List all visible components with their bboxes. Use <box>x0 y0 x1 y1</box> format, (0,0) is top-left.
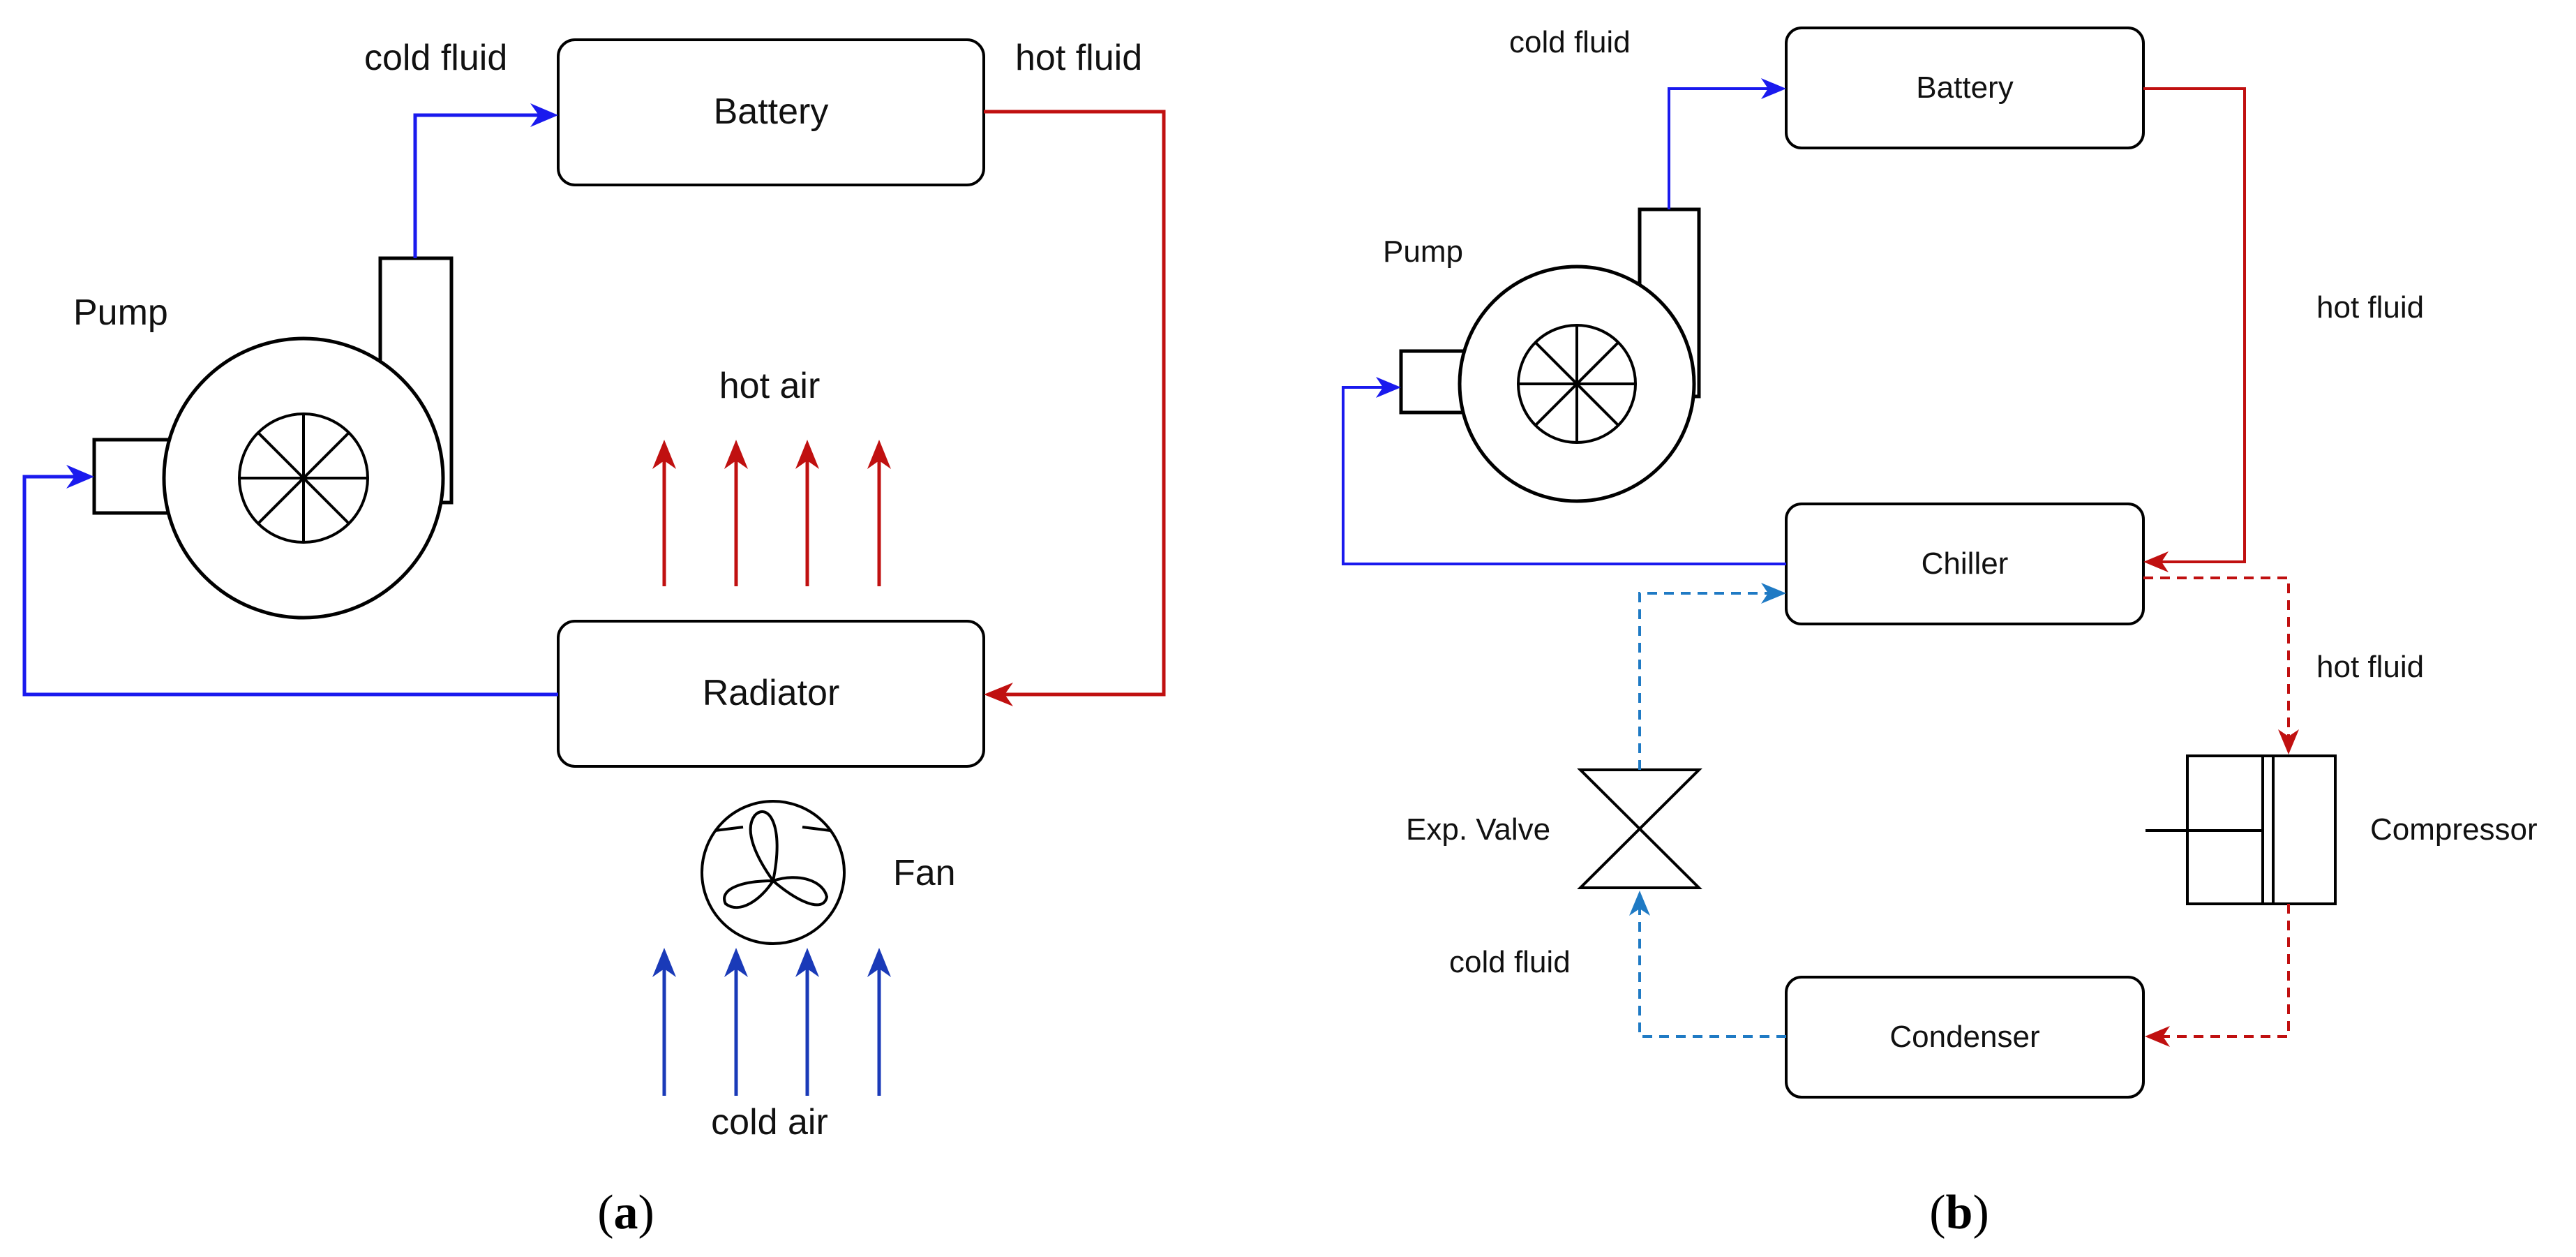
cold-fluid-label-a: cold fluid <box>364 38 507 78</box>
panel-a: Battery Radiator Pump Fan cold fluid hot… <box>22 38 1166 1240</box>
fan-a <box>701 800 846 945</box>
pump-impeller-b <box>1518 325 1635 442</box>
cold-air-arrow <box>867 948 891 1096</box>
cold-air-arrow <box>724 948 748 1096</box>
exp-valve-icon <box>1577 768 1702 889</box>
cold-air-arrows <box>652 948 891 1096</box>
condenser-label: Condenser <box>1889 1020 2039 1054</box>
cold-air-arrow <box>652 948 676 1096</box>
hot-air-arrow <box>867 440 891 586</box>
hot-fluid-label-b: hot fluid <box>2316 290 2424 325</box>
arrowhead-condenser-in <box>2145 1026 2170 1047</box>
pump-label-a: Pump <box>73 292 168 333</box>
hot-air-arrow <box>724 440 748 586</box>
arrowhead-pump-in-a <box>66 465 94 489</box>
arrowhead-chiller-in <box>2143 551 2169 572</box>
arrowhead-battery-in-b <box>1761 78 1786 99</box>
radiator-label-a: Radiator <box>703 673 840 713</box>
pump-a <box>92 256 454 620</box>
return-line-a <box>22 475 558 697</box>
hot-air-label: hot air <box>719 366 821 406</box>
arrowhead-valve-in <box>1629 891 1650 916</box>
battery-label-a: Battery <box>714 91 829 132</box>
caption-b: (b) <box>1929 1186 1989 1240</box>
hot-air-arrow <box>795 440 819 586</box>
arrowhead-chiller-refrigerant-in <box>1761 583 1786 604</box>
fan-icon-a <box>723 810 829 909</box>
arrowhead-compressor-in <box>2278 729 2299 754</box>
hot-fluid-line-b <box>2143 87 2246 563</box>
cold-fluid-line-b <box>1668 87 1779 209</box>
cold-air-label: cold air <box>711 1102 828 1143</box>
hot-fluid-label-a: hot fluid <box>1015 38 1142 78</box>
chiller-label: Chiller <box>1922 546 2009 581</box>
hot-air-arrows <box>652 440 891 586</box>
exp-valve-label: Exp. Valve <box>1406 812 1550 847</box>
pump-impeller-a <box>239 414 368 542</box>
refrigerant-hot-line-1 <box>2143 577 2290 745</box>
caption-a: (a) <box>597 1186 654 1240</box>
pump-label-b: Pump <box>1383 235 1463 269</box>
compressor-label: Compressor <box>2370 812 2538 847</box>
hot-fluid-refrigerant-label: hot fluid <box>2316 650 2424 684</box>
hot-fluid-line-a <box>984 110 1166 697</box>
cold-air-arrow <box>795 948 819 1096</box>
compressor-icon <box>2146 754 2337 905</box>
refrigerant-cold-line-1 <box>1638 900 1786 1038</box>
fan-label-a: Fan <box>893 853 956 893</box>
refrigerant-cold-line-2 <box>1638 592 1778 770</box>
pump-b <box>1399 207 1701 503</box>
arrowhead-pump-in-b <box>1376 377 1401 398</box>
return-line-b <box>1342 386 1786 565</box>
refrigerant-hot-line-2 <box>2152 904 2290 1038</box>
cold-fluid-line-a <box>413 113 551 258</box>
hot-air-arrow <box>652 440 676 586</box>
battery-label-b: Battery <box>1916 70 2013 105</box>
panel-b: Battery Chiller Condenser Pump Exp. Valv… <box>1342 25 2538 1240</box>
arrowhead-battery-in-a <box>530 103 558 127</box>
cold-fluid-refrigerant-label: cold fluid <box>1449 945 1571 979</box>
arrowhead-radiator-in-a <box>984 683 1013 706</box>
cold-fluid-label-b: cold fluid <box>1509 25 1631 59</box>
